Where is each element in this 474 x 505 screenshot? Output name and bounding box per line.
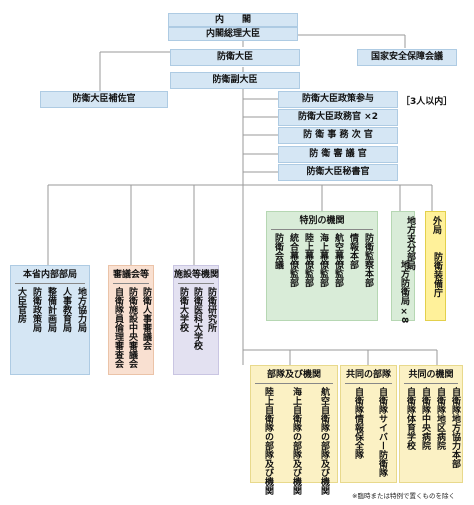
joint-org-3: 自衛隊地区病院 <box>435 387 445 450</box>
units-divider <box>255 383 333 384</box>
special-organ-5: 航空幕僚監部 <box>333 233 343 287</box>
council-3: 防衛人事審議会 <box>141 287 151 350</box>
parliamentary-vice-minister-box: 防衛大臣政務官 ×2 <box>278 109 398 126</box>
regional-bureau-count: ×8 <box>399 307 409 324</box>
joint-unit-2: 自衛隊サイバー防衛隊 <box>377 387 387 477</box>
vice-minister-international-label: 防 衛 審 議 官 <box>309 149 367 160</box>
internal-bureaus-title: 本省内部部局 <box>22 270 77 280</box>
council-1: 自衛隊員倫理審査会 <box>113 287 123 368</box>
private-secretary-label: 防衛大臣秘書官 <box>306 167 370 178</box>
senior-vice-minister-label: 防衛副大臣 <box>212 75 258 86</box>
nsc-label: 国家安全保障会議 <box>370 52 443 63</box>
internal-bureau-2: 防衛政策局 <box>31 287 41 332</box>
internal-bureau-4: 人事教育局 <box>61 287 71 332</box>
private-secretary-box: 防衛大臣秘書官 <box>278 164 398 181</box>
vice-minister-international-box: 防 衛 審 議 官 <box>278 146 398 163</box>
administrative-vice-minister-label: 防 衛 事 務 次 官 <box>303 130 373 141</box>
regional-bureaus-group: 地方支分部局 地方防衛局 ×8 <box>391 211 415 324</box>
minister-label: 防衛大臣 <box>216 52 253 63</box>
special-organs-divider <box>271 229 373 230</box>
regional-defense-bureau: 地方防衛局 <box>399 260 409 305</box>
asdf-units: 航空自衛隊の部隊及び機関 <box>319 387 329 495</box>
council-2: 防衛施設中央審議会 <box>127 287 137 368</box>
internal-bureaus-group: 本省内部部局 大臣官房 防衛政策局 整備計画局 人事教育局 地方協力局 <box>10 265 90 375</box>
prime-minister-label: 内閣総理大臣 <box>205 28 260 39</box>
councils-group: 審議会等 自衛隊員倫理審査会 防衛施設中央審議会 防衛人事審議会 <box>108 265 154 375</box>
special-organ-3: 陸上幕僚監部 <box>303 233 313 287</box>
joint-org-2: 自衛隊中央病院 <box>420 387 430 450</box>
facility-1: 防衛大学校 <box>178 287 188 332</box>
facilities-title: 施設等機関 <box>174 270 220 280</box>
facility-2: 防衛医科大学校 <box>192 287 202 350</box>
units-group: 部隊及び機関 陸上自衛隊の部隊及び機関 海上自衛隊の部隊及び機関 航空自衛隊の部… <box>250 365 338 495</box>
internal-bureau-5: 地方協力局 <box>76 287 86 332</box>
footnote: ※臨時または特例で置くものを除く <box>352 492 455 500</box>
policy-councilor-label: 防衛大臣政策参与 <box>301 94 374 105</box>
special-organs-title: 特別の機関 <box>299 216 345 226</box>
prime-minister-box: 内閣総理大臣 <box>168 27 298 41</box>
internal-bureau-3: 整備計画局 <box>46 287 56 332</box>
joint-org-1: 自衛隊体育学校 <box>405 387 415 450</box>
councils-divider <box>113 283 149 284</box>
advisor-box: 防衛大臣補佐官 <box>40 91 168 108</box>
special-organ-2: 統合幕僚監部 <box>288 233 298 287</box>
msdf-units: 海上自衛隊の部隊及び機関 <box>291 387 301 495</box>
facilities-group: 施設等機関 防衛大学校 防衛医科大学校 防衛研究所 <box>173 265 219 375</box>
joint-units-divider <box>345 383 392 384</box>
internal-bureau-1: 大臣官房 <box>16 287 26 323</box>
cabinet-box: 内 閣 <box>168 13 298 27</box>
special-organ-1: 防衛会議 <box>273 233 283 269</box>
gsdf-units: 陸上自衛隊の部隊及び機関 <box>263 387 273 495</box>
external-agency-group: 外局 防衛装備庁 <box>425 211 446 321</box>
cabinet-label: 内 閣 <box>214 14 251 25</box>
advisor-label: 防衛大臣補佐官 <box>72 94 136 105</box>
facilities-divider <box>178 283 214 284</box>
minister-box: 防衛大臣 <box>170 49 300 66</box>
joint-orgs-divider <box>404 383 458 384</box>
units-title: 部隊及び機関 <box>266 370 321 380</box>
special-organ-7: 防衛監察本部 <box>363 233 373 287</box>
external-agency-title: 外局 <box>431 216 441 234</box>
policy-councilor-note: ［3人以内］ <box>401 97 453 107</box>
joint-orgs-title: 共同の機関 <box>408 370 454 380</box>
internal-bureaus-divider <box>15 283 85 284</box>
administrative-vice-minister-box: 防 衛 事 務 次 官 <box>278 127 398 144</box>
joint-orgs-group: 共同の機関 自衛隊体育学校 自衛隊中央病院 自衛隊地区病院 自衛隊地方協力本部 <box>399 365 463 483</box>
joint-org-4: 自衛隊地方協力本部 <box>450 387 460 468</box>
joint-units-group: 共同の部隊 自衛隊情報保全隊 自衛隊サイバー防衛隊 <box>340 365 397 483</box>
nsc-box: 国家安全保障会議 <box>357 49 457 66</box>
facility-3: 防衛研究所 <box>206 287 216 332</box>
parliamentary-vice-minister-label: 防衛大臣政務官 ×2 <box>298 112 378 123</box>
joint-unit-1: 自衛隊情報保全隊 <box>353 387 363 459</box>
regional-bureaus-title: 地方支分部局 <box>405 216 415 270</box>
councils-title: 審議会等 <box>112 270 149 280</box>
special-organs-group: 特別の機関 防衛会議 統合幕僚監部 陸上幕僚監部 海上幕僚監部 航空幕僚監部 情… <box>266 211 378 321</box>
joint-units-title: 共同の部隊 <box>345 370 391 380</box>
acquisition-agency: 防衛装備庁 <box>432 252 442 297</box>
senior-vice-minister-box: 防衛副大臣 <box>170 72 300 89</box>
policy-councilor-box: 防衛大臣政策参与 <box>278 91 398 108</box>
special-organ-4: 海上幕僚監部 <box>318 233 328 287</box>
special-organ-6: 情報本部 <box>348 233 358 269</box>
